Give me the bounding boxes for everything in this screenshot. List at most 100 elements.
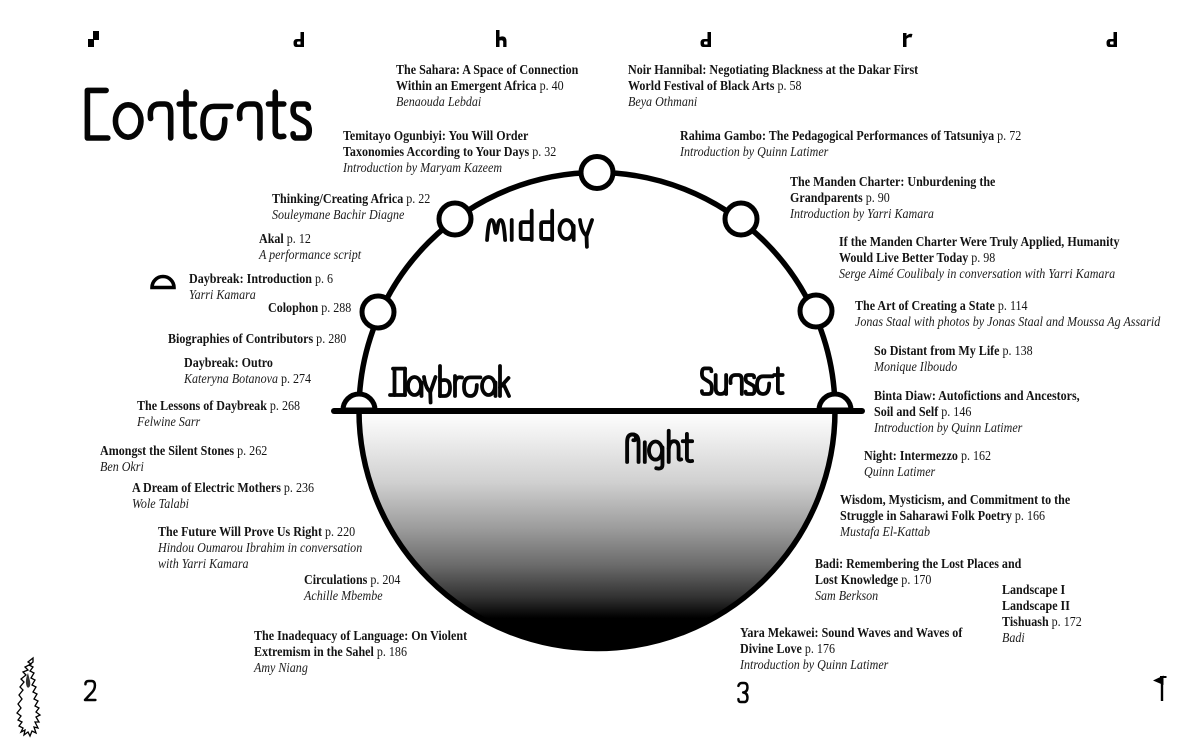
toc-line: Achille Mbembe: [304, 589, 383, 604]
toc-line: Introduction by Quinn Latimer: [680, 145, 829, 160]
toc-entry: If the Manden Charter Were Truly Applied…: [839, 235, 1120, 283]
toc-line: Introduction by Quinn Latimer: [874, 421, 1023, 436]
squiggle-drawing: [16, 656, 42, 738]
toc-line: Jonas Staal with photos by Jonas Staal a…: [855, 315, 1161, 330]
daybreak-icon: [150, 274, 176, 290]
toc-line: Benaouda Lebdai: [396, 95, 482, 110]
toc-line: The Lessons of Daybreak p. 268: [137, 399, 301, 414]
ornament-r-icon: [903, 33, 913, 47]
toc-line: with Yarri Kamara: [158, 557, 249, 572]
toc-line: Mustafa El-Kattab: [840, 525, 930, 540]
toc-line: Struggle in Saharawi Folk Poetry p. 166: [840, 509, 1046, 524]
toc-line: Introduction by Quinn Latimer: [740, 658, 889, 673]
toc-line: Introduction by Yarri Kamara: [790, 207, 934, 222]
toc-line: World Festival of Black Arts p. 58: [628, 79, 802, 94]
label-midday: [485, 208, 594, 249]
toc-line: A Dream of Electric Mothers p. 236: [132, 481, 314, 496]
toc-line: Monique Ilboudo: [874, 360, 958, 375]
toc-line: Divine Love p. 176: [740, 642, 835, 657]
toc-line: Felwine Sarr: [137, 415, 201, 430]
toc-line: Amongst the Silent Stones p. 262: [100, 444, 268, 459]
toc-line: The Art of Creating a State p. 114: [855, 299, 1028, 314]
toc-line: Badi: [1002, 631, 1025, 646]
toc-line: Beya Othmani: [628, 95, 698, 110]
toc-line: The Inadequacy of Language: On Violent: [254, 629, 468, 644]
toc-line: The Manden Charter: Unburdening the: [790, 175, 996, 190]
toc-line: Grandparents p. 90: [790, 191, 890, 206]
arc-node: [578, 154, 616, 191]
toc-line: So Distant from My Life p. 138: [874, 344, 1033, 359]
toc-line: The Future Will Prove Us Right p. 220: [158, 525, 356, 540]
toc-line: Tishuash p. 172: [1002, 615, 1082, 630]
toc-line: Landscape I: [1002, 583, 1066, 598]
toc-line: Would Live Better Today p. 98: [839, 251, 996, 266]
toc-line: Amy Niang: [254, 661, 308, 676]
toc-line: Serge Aimé Coulibaly in conversation wit…: [839, 267, 1116, 282]
toc-line: Colophon p. 288: [268, 301, 352, 316]
toc-line: Within an Emergent Africa p. 40: [396, 79, 564, 94]
toc-line: Kateryna Botanova p. 274: [184, 372, 312, 387]
toc-line: The Sahara: A Space of Connection: [396, 63, 579, 78]
ornament-d-icon: [293, 32, 304, 47]
ornament-d-icon: [1106, 32, 1117, 47]
label-sunset: [700, 366, 785, 396]
toc-entry: Colophon p. 288: [268, 301, 351, 317]
toc-line: Circulations p. 204: [304, 573, 401, 588]
toc-line: Night: Intermezzo p. 162: [864, 449, 992, 464]
toc-entry: Noir Hannibal: Negotiating Blackness at …: [628, 63, 918, 111]
toc-line: Temitayo Ogunbiyi: You Will Order: [343, 129, 529, 144]
flag-glyph: [1153, 675, 1167, 701]
toc-line: Wisdom, Mysticism, and Commitment to the: [840, 493, 1071, 508]
ornament-step-icon: [88, 31, 99, 47]
toc-line: Souleymane Bachir Diagne: [272, 208, 405, 223]
toc-line: Daybreak: Introduction p. 6: [189, 272, 334, 287]
toc-line: Daybreak: Outro: [184, 356, 273, 371]
label-night: [625, 428, 695, 471]
toc-line: Ben Okri: [100, 460, 144, 475]
label-daybreak: [388, 364, 511, 405]
arc-node: [797, 292, 835, 330]
toc-line: Rahima Gambo: The Pedagogical Performanc…: [680, 129, 1022, 144]
toc-line: Taxonomies According to Your Days p. 32: [343, 145, 557, 160]
toc-line: Biographies of Contributors p. 280: [168, 332, 347, 347]
horizon-halfdisc-right: [816, 391, 854, 413]
toc-line: Badi: Remembering the Lost Places and: [815, 557, 1022, 572]
toc-line: Binta Diaw: Autofictions and Ancestors,: [874, 389, 1080, 404]
toc-line: Extremism in the Sahel p. 186: [254, 645, 407, 660]
page-title: [84, 87, 313, 141]
toc-line: If the Manden Charter Were Truly Applied…: [839, 235, 1120, 250]
arc-node: [722, 200, 760, 238]
toc-line: Akal p. 12: [259, 232, 311, 247]
toc-line: Noir Hannibal: Negotiating Blackness at …: [628, 63, 919, 78]
toc-line: Quinn Latimer: [864, 465, 936, 480]
toc-line: A performance script: [259, 248, 362, 263]
arc-node: [436, 200, 474, 238]
toc-line: Hindou Oumarou Ibrahim in conversation: [158, 541, 363, 556]
toc-line: Yara Mekawei: Sound Waves and Waves of: [740, 626, 963, 641]
page-number-left: [83, 679, 97, 702]
toc-line: Thinking/Creating Africa p. 22: [272, 192, 431, 207]
toc-line: Landscape II: [1002, 599, 1070, 614]
ornament-h-icon: [496, 30, 507, 47]
ornament-d-icon: [700, 32, 711, 47]
page-number-right: [737, 681, 749, 704]
toc-entry: Wisdom, Mysticism, and Commitment to the…: [840, 493, 1070, 541]
night-semicircle: [359, 411, 835, 649]
